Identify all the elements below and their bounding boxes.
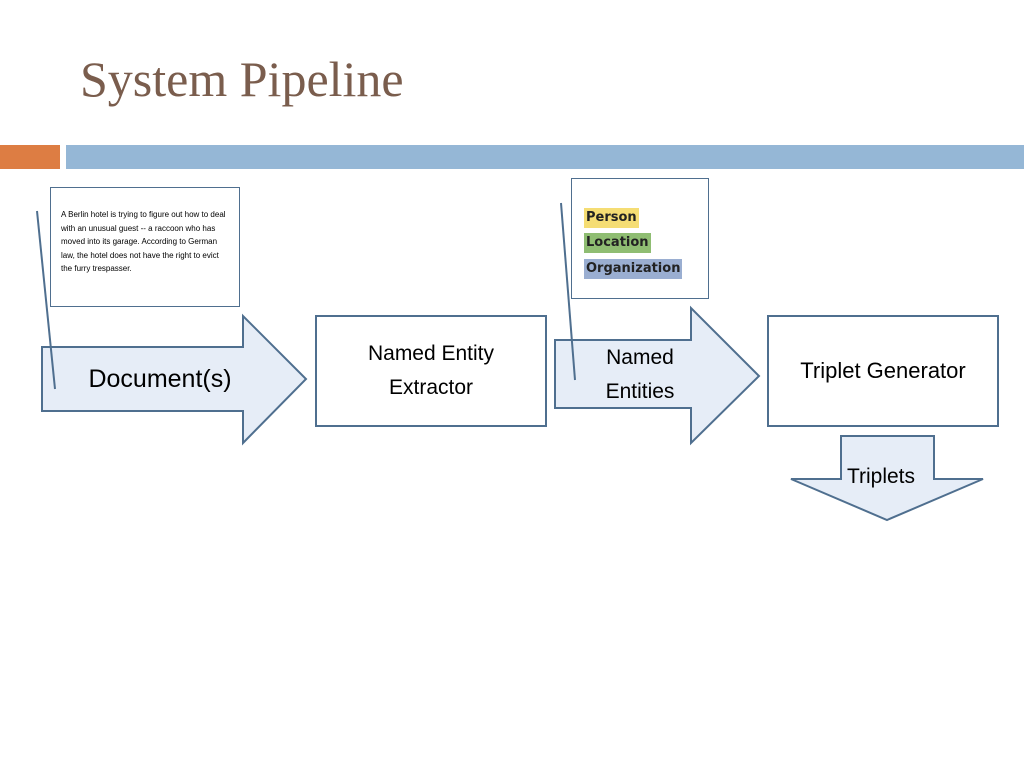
document-callout-text: A Berlin hotel is trying to figure out h… — [61, 210, 226, 273]
extractor-line-1: Named Entity — [367, 342, 495, 366]
entities-arrow-shape — [554, 305, 761, 446]
entity-tag-location: Location — [584, 233, 651, 253]
generator-text: Triplet Generator — [800, 358, 966, 384]
generator-box-label: Triplet Generator — [768, 316, 998, 426]
slide-title: System Pipeline — [80, 51, 404, 107]
triplets-arrow-shape — [790, 435, 984, 522]
entity-tag-organization: Organization — [584, 259, 683, 279]
document-callout-pointer — [36, 210, 56, 390]
entities-arrow-label: Named Entities — [570, 340, 710, 410]
triplets-text: Triplets — [846, 465, 916, 489]
document-arrow-label: Document(s) — [60, 347, 260, 411]
document-callout: A Berlin hotel is trying to figure out h… — [50, 187, 240, 307]
entities-callout-pointer — [560, 202, 576, 381]
entities-line-2: Entities — [605, 380, 675, 403]
extractor-line-2: Extractor — [388, 376, 474, 399]
entity-types-callout: Person Location Organization — [571, 178, 709, 299]
generator-box-shape — [767, 315, 999, 427]
triplets-arrow-label: Triplets — [820, 460, 942, 494]
document-arrow-shape — [41, 313, 308, 446]
entities-line-1: Named — [606, 346, 674, 370]
extractor-box-shape — [315, 315, 547, 427]
accent-bar-orange — [0, 145, 60, 169]
entity-tag-person: Person — [584, 208, 639, 228]
extractor-box-label: Named Entity Extractor — [316, 316, 546, 426]
accent-bar-blue — [66, 145, 1024, 169]
document-arrow-text: Document(s) — [88, 365, 232, 393]
